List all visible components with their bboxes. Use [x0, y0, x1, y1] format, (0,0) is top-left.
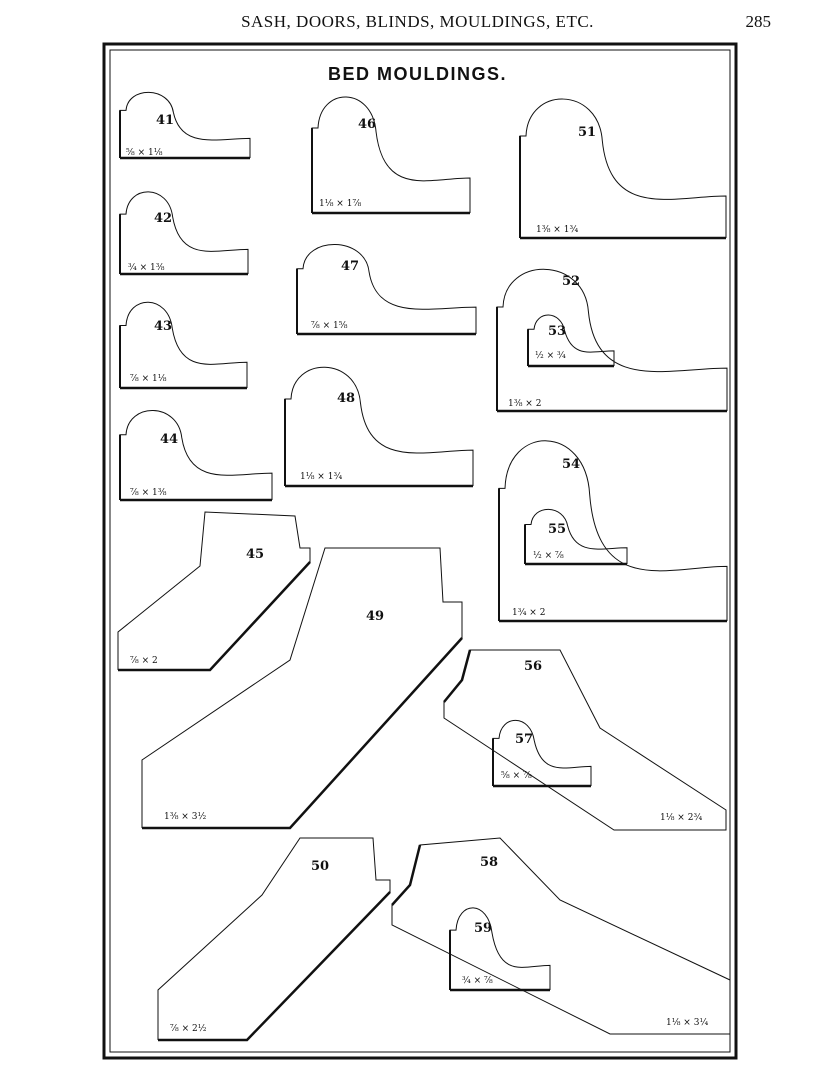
moulding-55: 55 ½ × ⅞: [524, 508, 628, 566]
moulding-profile-outline: [157, 837, 391, 1041]
moulding-41: 41 ⅝ × 1⅛: [119, 91, 251, 160]
moulding-57: 57 ⅝ × ⅞: [492, 720, 592, 788]
moulding-number: 41: [156, 113, 174, 128]
moulding-profile-outline: [296, 244, 477, 334]
moulding-size: 1⅛ × 1¾: [300, 471, 342, 482]
moulding-size: ⅞ × 1⅜: [130, 488, 167, 498]
moulding-profile-outline: [527, 314, 615, 366]
moulding-size: ⅞ × 2½: [170, 1023, 207, 1034]
moulding-number: 55: [548, 522, 566, 537]
moulding-profile-outline: [119, 191, 249, 274]
moulding-profile-outline: [119, 410, 273, 500]
moulding-size: 1¾ × 2: [512, 607, 545, 618]
moulding-size: ½ × ⅞: [533, 550, 564, 561]
moulding-number: 51: [578, 125, 596, 140]
moulding-50: 50 ⅞ × 2½: [157, 837, 391, 1042]
moulding-size: ⅝ × ⅞: [501, 771, 532, 781]
moulding-profile-outline: [524, 508, 628, 564]
moulding-profile-outline: [496, 268, 728, 411]
plate-title: BED MOULDINGS.: [327, 64, 507, 84]
moulding-47: 47 ⅞ × 1⅝: [296, 244, 477, 336]
moulding-size: 1⅛ × 2¾: [660, 812, 702, 823]
moulding-number: 43: [154, 319, 172, 334]
moulding-number: 50: [311, 859, 329, 874]
moulding-53: 53 ½ × ¾: [527, 314, 615, 368]
moulding-44: 44 ⅞ × 1⅜: [119, 410, 273, 502]
moulding-profile-outline: [311, 96, 471, 213]
moulding-51: 51 1⅜ × 1¾: [519, 98, 727, 240]
moulding-profile-outline: [119, 301, 248, 388]
moulding-46: 46 1⅛ × 1⅞: [311, 96, 471, 215]
page-number: 285: [745, 12, 772, 31]
moulding-number: 59: [474, 921, 492, 936]
moulding-size: ¾ × ⅞: [462, 975, 493, 986]
moulding-profile-outline: [492, 720, 592, 786]
moulding-profile-outline: [117, 511, 311, 671]
moulding-number: 42: [154, 211, 172, 226]
moulding-size: ½ × ¾: [535, 350, 566, 361]
moulding-number: 56: [524, 659, 542, 674]
moulding-profile-outline: [519, 98, 727, 238]
moulding-number: 45: [246, 547, 264, 562]
moulding-number: 46: [358, 117, 376, 132]
moulding-size: 1⅛ × 1⅞: [319, 199, 361, 209]
running-title: SASH, DOORS, BLINDS, MOULDINGS, ETC.: [241, 12, 594, 31]
moulding-profile-base: [391, 844, 422, 906]
moulding-size: ⅝ × 1⅛: [126, 148, 163, 158]
moulding-number: 53: [548, 324, 566, 339]
moulding-size: 1⅜ × 3½: [164, 811, 206, 822]
outer-border: [102, 42, 738, 1060]
moulding-profile-base: [443, 649, 472, 703]
moulding-52: 52 1⅜ × 2: [496, 268, 728, 413]
moulding-56: 56 1⅛ × 2¾: [443, 649, 727, 831]
moulding-number: 57: [515, 732, 533, 747]
moulding-size: ⅞ × 1⅛: [130, 374, 167, 384]
moulding-size: 1⅜ × 2: [508, 399, 541, 409]
moulding-profile-base: [158, 891, 391, 1042]
moulding-58: 58 1⅛ × 3¼: [391, 837, 731, 1035]
moulding-54: 54 1¾ × 2: [498, 440, 728, 623]
moulding-number: 48: [337, 391, 355, 406]
moulding-size: 1⅛ × 3¼: [666, 1017, 708, 1028]
moulding-profile-outline: [443, 649, 727, 831]
moulding-size: ⅞ × 2: [130, 656, 158, 666]
moulding-profile-outline: [449, 907, 551, 990]
moulding-45: 45 ⅞ × 2: [117, 511, 311, 672]
moulding-42: 42 ¾ × 1⅜: [119, 191, 249, 276]
moulding-49: 49 1⅜ × 3½: [141, 547, 463, 830]
moulding-profile-base: [142, 637, 463, 830]
inner-border: [109, 49, 731, 1053]
moulding-profile-base: [118, 561, 311, 672]
moulding-size: 1⅜ × 1¾: [536, 224, 578, 235]
moulding-profile-outline: [119, 91, 251, 158]
moulding-profile-outline: [141, 547, 463, 829]
moulding-size: ¾ × 1⅜: [128, 262, 165, 273]
moulding-profile-outline: [284, 366, 474, 486]
moulding-profile-outline: [391, 837, 731, 1035]
moulding-number: 52: [562, 274, 580, 289]
moulding-number: 54: [562, 457, 580, 472]
moulding-number: 47: [341, 259, 359, 274]
moulding-size: ⅞ × 1⅝: [311, 321, 348, 331]
moulding-number: 58: [480, 855, 498, 870]
moulding-59: 59 ¾ × ⅞: [449, 907, 551, 992]
moulding-number: 44: [160, 432, 178, 447]
moulding-43: 43 ⅞ × 1⅛: [119, 301, 248, 390]
moulding-48: 48 1⅛ × 1¾: [284, 366, 474, 488]
moulding-profile-outline: [498, 440, 728, 621]
moulding-number: 49: [366, 609, 384, 624]
